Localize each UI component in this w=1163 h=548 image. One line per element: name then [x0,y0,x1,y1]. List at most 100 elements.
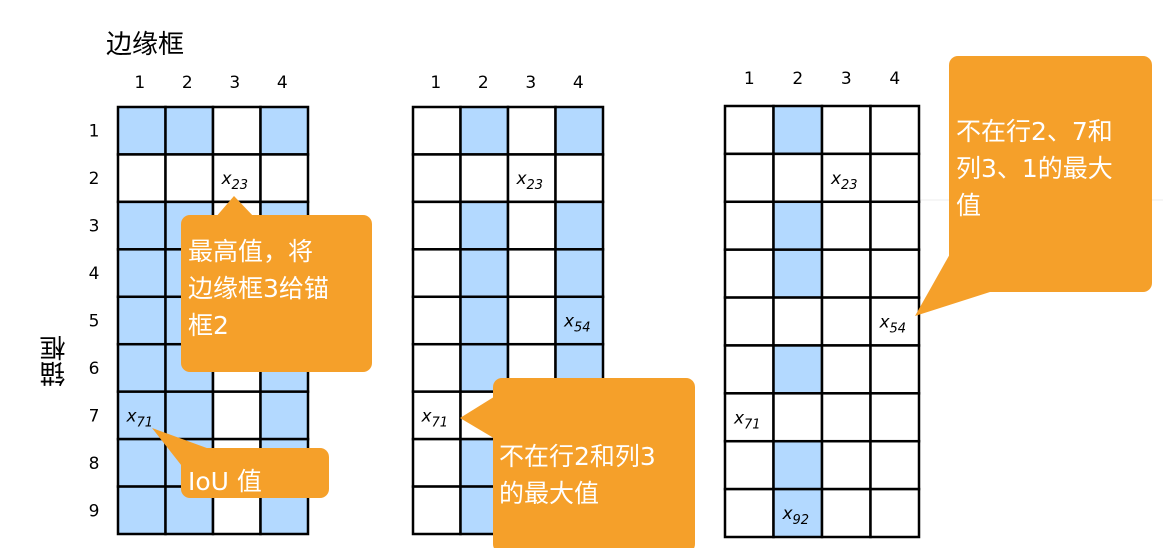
column-label: 2 [792,69,803,89]
grid-cell [869,200,921,251]
row-label: 7 [89,406,100,426]
column-label: 3 [525,73,536,93]
iou-value-label: x23 [515,169,543,193]
callout-pointer [460,395,497,440]
grid-cell [506,295,557,346]
column-label: 2 [478,73,489,93]
grid-cell [772,152,824,204]
grid-cell [723,344,775,395]
grid-cell [869,104,921,156]
grid-cell [820,392,872,443]
grid-cell [820,439,872,491]
iou-value-label: x92 [781,504,809,528]
grid-cell-highlighted [459,200,510,251]
callout-line: 列3、1的最大 [956,154,1113,183]
row-label: 9 [89,501,100,521]
grid-cell [869,487,921,539]
column-label: 1 [430,73,441,93]
grid-cell [116,153,167,204]
iou-value-label: x71 [125,406,153,430]
grid-cell-highlighted [772,439,824,491]
row27-col31-callout [915,56,1152,316]
grid-cell [723,392,775,443]
iou-value-label: x23 [830,169,858,193]
grid-cell [506,248,557,299]
grid-cell [869,439,921,491]
grid-cell-highlighted [772,104,824,156]
column-label: 4 [889,69,900,89]
grid-cell-highlighted [116,437,167,488]
grid-cell [211,390,262,441]
grid-cell [411,200,462,251]
grid-cell [772,296,824,347]
iou-value-label: x23 [220,169,248,193]
grid-cell [723,152,775,204]
grid-cell-highlighted [554,200,605,251]
grid-cell [820,344,872,395]
grid-cell-highlighted [772,200,824,251]
iou-value-label: x71 [733,408,761,432]
grid-cell [869,344,921,395]
grid-cell-highlighted [772,248,824,299]
grid-cell [411,390,462,441]
row-label: 2 [89,169,100,189]
grid-cell-highlighted [259,390,310,441]
grid-cell-highlighted [116,105,167,156]
grid-cell-highlighted [459,248,510,299]
iou-value-label: x54 [563,312,591,336]
row-label: 6 [89,359,100,379]
grid-cell [411,153,462,204]
grid-cell-highlighted [772,344,824,395]
bounding-box-axis-title: 边缘框 [106,30,185,60]
callout-box [949,56,1152,292]
grid-cell [506,105,557,156]
grid-cell-highlighted [116,295,167,346]
grid-cell-highlighted [259,105,310,156]
grid-cell-highlighted [116,485,167,536]
grid-cell [723,439,775,491]
callout-line: 的最大值 [499,479,600,508]
callout-line: 不在行2、7和 [956,117,1113,146]
grid-cell [554,153,605,204]
grid-cell [411,248,462,299]
iou-callout [152,428,329,498]
grid-cell-highlighted [554,105,605,156]
grid-cell-highlighted [554,295,605,346]
callout-line: 值 [956,191,982,220]
grid-cell [723,248,775,299]
row-label: 1 [89,122,100,142]
iou-value-label: x71 [420,406,448,430]
max-value-callout-text: 最高值，将边缘框3给锚框2 [188,233,329,344]
column-label: 1 [134,73,145,93]
grid-cell [411,437,462,488]
grid-cell-highlighted [554,248,605,299]
grid-cell [723,104,775,156]
callout-box [181,215,372,372]
grid-cell [506,200,557,251]
grid-cell-highlighted [459,295,510,346]
grid-cell [772,392,824,443]
grid-cell [411,342,462,393]
grid-cell-highlighted [116,342,167,393]
grid-cell [459,153,510,204]
grid-cell [164,153,215,204]
grid-cell [820,296,872,347]
grid-cell [211,105,262,156]
row-label: 5 [89,312,100,332]
grid-cell [820,104,872,156]
grid-cell [820,200,872,251]
callout-line: 框2 [188,311,229,340]
row-label: 8 [89,454,100,474]
callout-line: 边缘框3给锚 [188,274,329,303]
grid-cell-highlighted [459,105,510,156]
column-label: 4 [277,73,288,93]
grid-cell [869,296,921,347]
grid-cell [723,487,775,539]
grid-cell-highlighted [164,390,215,441]
grid-cell-highlighted [164,105,215,156]
grid-cell [723,296,775,347]
grid-cell [506,153,557,204]
